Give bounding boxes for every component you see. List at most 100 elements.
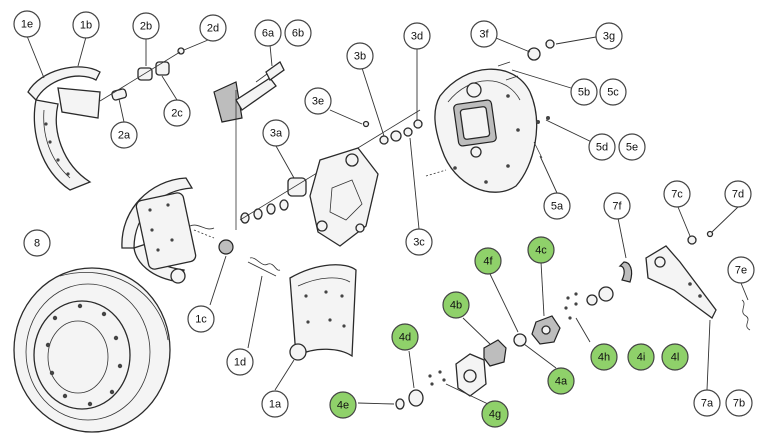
callout-bubble: [284, 19, 312, 47]
plate-fastener-parts: [425, 39, 555, 177]
callout-text: 3e: [312, 96, 324, 108]
callout-text: 7d: [732, 189, 744, 201]
lower-left-shoe-part: [121, 177, 215, 284]
callout-text: 1a: [269, 399, 282, 411]
callout-text: 7c: [671, 189, 683, 201]
callout-3e[interactable]: 3e: [304, 87, 332, 115]
callout-bubble: [627, 343, 655, 371]
callout-text: 1c: [195, 314, 207, 326]
callout-bubble: [661, 343, 689, 371]
callout-text: 3d: [411, 31, 423, 43]
dust-shield-part: [434, 68, 538, 193]
callout-text: 7e: [735, 265, 747, 277]
callout-1e[interactable]: 1e: [13, 10, 41, 38]
callout-3g[interactable]: 3g: [595, 22, 623, 50]
callout-3f[interactable]: 3f: [470, 20, 498, 48]
callout-2b[interactable]: 2b: [132, 12, 160, 40]
callout-text: 7f: [612, 201, 622, 213]
callout-3b[interactable]: 3b: [346, 42, 374, 70]
callout-bubble: [254, 19, 282, 47]
callout-bubble: [474, 247, 502, 275]
callout-1d[interactable]: 1d: [226, 348, 254, 376]
callout-4d[interactable]: 4d: [391, 323, 419, 351]
callout-7d[interactable]: 7d: [724, 180, 752, 208]
callout-text: 4c: [535, 245, 547, 257]
spider-bracket-part: [309, 147, 379, 247]
callout-bubble: [693, 389, 721, 417]
callout-4a[interactable]: 4a: [547, 367, 575, 395]
callout-bubble: [13, 10, 41, 38]
callout-3a[interactable]: 3a: [262, 119, 290, 147]
callout-4l[interactable]: 4l: [661, 343, 689, 371]
callout-6a[interactable]: 6a: [254, 19, 282, 47]
washer-parts: [235, 90, 421, 230]
callout-text: 5b: [578, 87, 590, 99]
callout-text: 4g: [489, 409, 501, 421]
callout-bubble: [618, 133, 646, 161]
callout-2a[interactable]: 2a: [110, 121, 138, 149]
callout-6b[interactable]: 6b: [284, 19, 312, 47]
callout-8[interactable]: 8: [23, 229, 51, 257]
callout-bubble: [481, 400, 509, 428]
callout-text: 4e: [337, 400, 349, 412]
callout-text: 1b: [80, 20, 92, 32]
camshaft-part: [213, 61, 285, 123]
callout-7e[interactable]: 7e: [727, 256, 755, 284]
callout-text: 7a: [701, 398, 714, 410]
callout-4e[interactable]: 4e: [329, 391, 357, 419]
callout-text: 2c: [171, 108, 183, 120]
callout-bubble: [405, 228, 433, 256]
callout-text: 5e: [626, 142, 638, 154]
callout-bubble: [346, 42, 374, 70]
lower-right-shoe-part: [289, 264, 357, 361]
callout-5d[interactable]: 5d: [588, 133, 616, 161]
callout-bubble: [442, 291, 470, 319]
callout-7c[interactable]: 7c: [663, 180, 691, 208]
callout-7a[interactable]: 7a: [693, 389, 721, 417]
callout-5c[interactable]: 5c: [599, 78, 627, 106]
callout-1c[interactable]: 1c: [187, 305, 215, 333]
callout-5a[interactable]: 5a: [543, 192, 571, 220]
callout-bubble: [110, 121, 138, 149]
callout-text: 5d: [596, 142, 608, 154]
callout-text: 1d: [234, 357, 246, 369]
callout-4i[interactable]: 4i: [627, 343, 655, 371]
callout-text: 4l: [671, 352, 680, 364]
callout-5b[interactable]: 5b: [570, 78, 598, 106]
callout-1b[interactable]: 1b: [72, 11, 100, 39]
callout-1a[interactable]: 1a: [261, 390, 289, 418]
callout-3c[interactable]: 3c: [405, 228, 433, 256]
callout-text: 3b: [354, 51, 366, 63]
callout-text: 2a: [118, 130, 131, 142]
callout-2d[interactable]: 2d: [199, 14, 227, 42]
callout-text: 4f: [483, 256, 493, 268]
camshaft-hardware-parts: [362, 119, 423, 145]
slack-adjuster-parts: [395, 286, 614, 410]
callout-4f[interactable]: 4f: [474, 247, 502, 275]
callout-4b[interactable]: 4b: [442, 291, 470, 319]
callout-bubble: [187, 305, 215, 333]
callout-bubble: [599, 78, 627, 106]
callout-bubble: [663, 180, 691, 208]
callout-7f[interactable]: 7f: [603, 192, 631, 220]
callout-7b[interactable]: 7b: [725, 389, 753, 417]
callout-text: 3a: [270, 128, 283, 140]
callout-2c[interactable]: 2c: [163, 99, 191, 127]
callout-bubble: [304, 87, 332, 115]
callout-3d[interactable]: 3d: [403, 22, 431, 50]
parts-artwork: [13, 39, 751, 433]
callout-text: 4d: [399, 332, 411, 344]
callout-5e[interactable]: 5e: [618, 133, 646, 161]
callout-bubble: [261, 390, 289, 418]
callout-text: 3g: [603, 31, 615, 43]
callout-bubble: [595, 22, 623, 50]
callout-4h[interactable]: 4h: [590, 343, 618, 371]
adjuster-arm-parts: [618, 230, 751, 331]
callout-4g[interactable]: 4g: [481, 400, 509, 428]
callout-text: 3c: [413, 237, 425, 249]
callout-text: 5c: [607, 87, 619, 99]
callout-bubble: [226, 348, 254, 376]
callout-4c[interactable]: 4c: [527, 236, 555, 264]
